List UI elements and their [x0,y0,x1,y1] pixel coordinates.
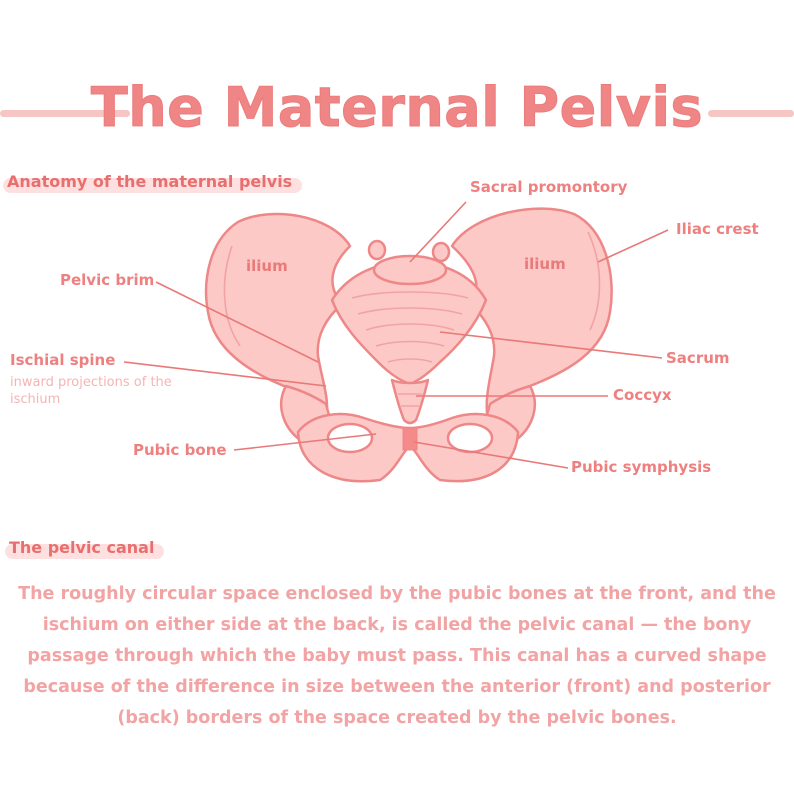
pelvic-brim-label: Pelvic brim [60,271,155,289]
anatomy-heading: Anatomy of the maternal pelvis [3,172,303,193]
ilium-right-label: ilium [524,255,566,273]
title-rule-right [708,110,794,117]
canal-paragraph: The roughly circular space enclosed by t… [18,584,776,728]
ischial-spine-description: inward projections of the ischium [10,375,172,407]
right-ilium-contour [587,231,601,331]
left-obturator-foramen [326,422,374,454]
title-rule-left [0,110,130,117]
sacral-promontory-shape [372,254,448,286]
leader-sacral-promontory [409,201,467,263]
ilium-left-label: ilium [246,257,288,275]
sacrum-label: Sacrum [666,349,730,367]
canal-heading-text: The pelvic canal [9,538,155,557]
title-banner: The Maternal Pelvis [0,72,794,152]
left-ilium-contour [223,245,241,347]
ischial-spine-label: Ischial spine [10,351,116,369]
leader-sacrum [439,331,663,359]
leader-pelvic-brim [155,281,319,363]
coccyx-shape [390,378,430,425]
canal-heading: The pelvic canal [5,538,165,559]
page-title: The Maternal Pelvis [90,76,704,140]
left-facet-shape [367,239,387,261]
right-obturator-foramen [446,422,494,454]
anatomy-heading-text: Anatomy of the maternal pelvis [7,172,293,191]
heading-highlight [3,178,303,193]
sacrum-ridge-4 [375,340,445,347]
sacrum-ridge-1 [351,291,469,299]
iliac-crest-label: Iliac crest [676,220,759,238]
left-ilium-shape [204,212,352,420]
pubic-symphysis-label: Pubic symphysis [571,458,712,476]
coccyx-label: Coccyx [613,386,672,404]
leader-ischial-spine [123,361,327,387]
heading-highlight [5,544,165,559]
sacrum-ridge-5 [387,358,433,363]
sacrum-ridge-3 [365,323,455,331]
pubic-symphysis-mark [402,427,418,451]
right-facet-shape [431,241,451,263]
sacral-promontory-label: Sacral promontory [470,178,628,196]
pubic-bone-label: Pubic bone [133,441,227,459]
sacrum-ridge-2 [357,307,463,315]
leader-pubic-symphysis [413,441,569,469]
leader-iliac-crest [597,229,669,263]
leader-pubic-bone [233,433,377,451]
